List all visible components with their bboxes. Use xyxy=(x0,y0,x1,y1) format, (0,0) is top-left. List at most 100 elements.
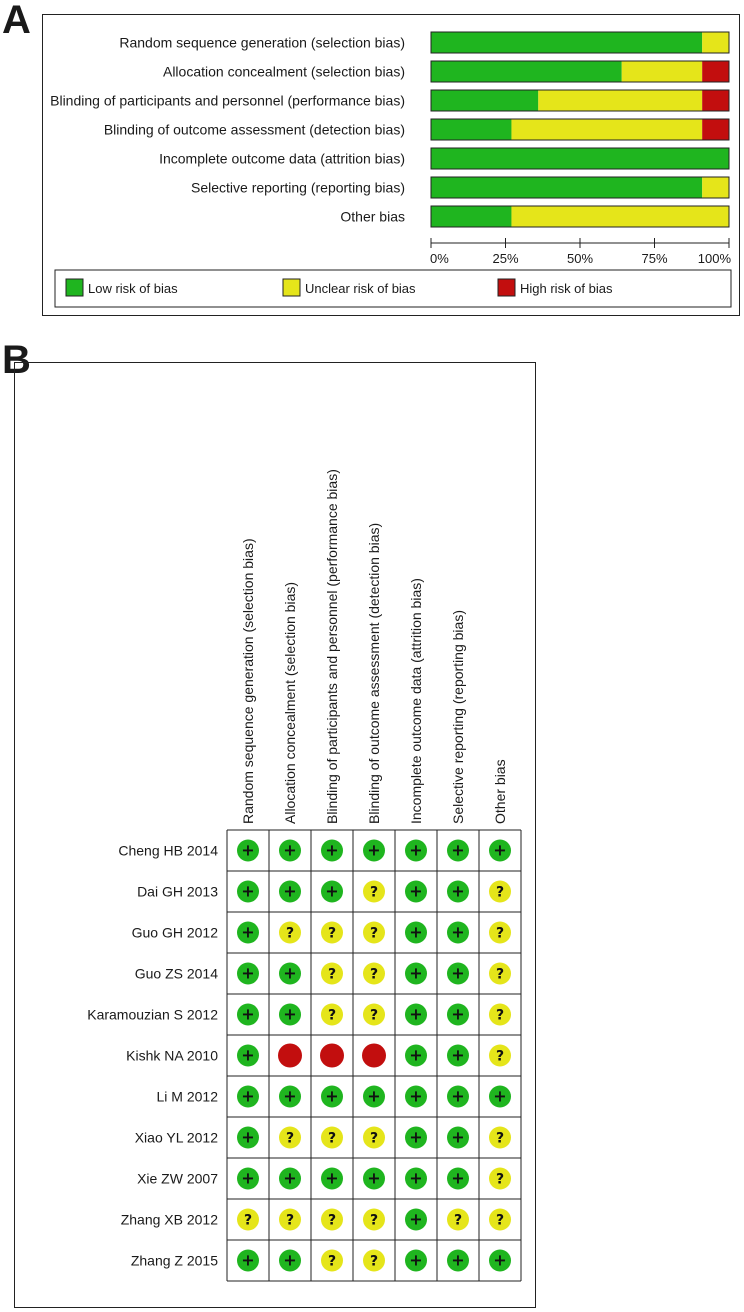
rating-symbol: + xyxy=(451,964,464,983)
low-risk-mark xyxy=(279,1249,301,1272)
low-risk-mark xyxy=(279,839,301,862)
unclear-risk-mark xyxy=(489,962,511,985)
panel-b-frame xyxy=(14,362,536,1308)
low-risk-mark xyxy=(405,1085,427,1108)
unclear-risk-mark xyxy=(489,1044,511,1067)
rating-symbol: + xyxy=(367,841,380,860)
unclear-risk-mark xyxy=(321,1126,343,1149)
study-label: Xiao YL 2012 xyxy=(135,1130,219,1146)
rating-symbol: + xyxy=(283,964,296,983)
category-label: Other bias xyxy=(340,209,405,225)
rating-symbol: + xyxy=(451,1046,464,1065)
rating-symbol: + xyxy=(451,1128,464,1147)
legend-label: Unclear risk of bias xyxy=(305,281,416,296)
low-risk-mark xyxy=(321,839,343,862)
rating-symbol: + xyxy=(409,964,422,983)
bar-segment-0 xyxy=(431,177,703,198)
low-risk-mark xyxy=(363,1167,385,1190)
category-label: Allocation concealment (selection bias) xyxy=(163,64,405,80)
rating-symbol: + xyxy=(241,1251,254,1270)
rating-symbol: ? xyxy=(286,1131,294,1147)
rating-symbol: + xyxy=(241,1169,254,1188)
bar-outline xyxy=(430,89,730,112)
category-label: Blinding of participants and personnel (… xyxy=(50,93,405,109)
legend-swatch xyxy=(497,278,516,297)
rating-symbol: + xyxy=(451,841,464,860)
rating-symbol: + xyxy=(409,1251,422,1270)
unclear-risk-mark xyxy=(489,880,511,903)
study-label: Zhang XB 2012 xyxy=(121,1212,219,1228)
low-risk-mark xyxy=(405,1208,427,1231)
rating-symbol: + xyxy=(325,882,338,901)
low-risk-mark xyxy=(279,1167,301,1190)
category-label: Random sequence generation (selection bi… xyxy=(119,35,405,51)
bar-outline xyxy=(430,118,730,141)
rating-symbol: + xyxy=(409,1087,422,1106)
bar-segment-2 xyxy=(702,119,729,140)
legend-label: Low risk of bias xyxy=(88,281,178,296)
low-risk-mark xyxy=(237,839,259,862)
legend-label: High risk of bias xyxy=(520,281,613,296)
study-label: Kishk NA 2010 xyxy=(126,1048,218,1064)
rating-symbol: ? xyxy=(496,1213,504,1229)
low-risk-mark xyxy=(405,1126,427,1149)
rating-symbol: + xyxy=(493,1251,506,1270)
rating-symbol: + xyxy=(409,1128,422,1147)
low-risk-mark xyxy=(237,1126,259,1149)
unclear-risk-mark xyxy=(321,921,343,944)
rating-symbol: + xyxy=(283,1251,296,1270)
low-risk-mark xyxy=(447,1044,469,1067)
high-risk-mark xyxy=(278,1043,302,1068)
rating-symbol: + xyxy=(283,841,296,860)
rating-symbol: + xyxy=(409,1169,422,1188)
low-risk-mark xyxy=(405,839,427,862)
low-risk-mark xyxy=(279,1003,301,1026)
rating-symbol: + xyxy=(325,1169,338,1188)
unclear-risk-mark xyxy=(447,1208,469,1231)
category-label: Incomplete outcome data (attrition bias) xyxy=(159,151,405,167)
low-risk-mark xyxy=(447,962,469,985)
rating-symbol: ? xyxy=(328,1254,336,1270)
unclear-risk-mark xyxy=(279,921,301,944)
low-risk-mark xyxy=(447,1167,469,1190)
unclear-risk-mark xyxy=(489,1003,511,1026)
low-risk-mark xyxy=(363,839,385,862)
rating-symbol: ? xyxy=(370,1131,378,1147)
rating-symbol: + xyxy=(241,1046,254,1065)
rating-symbol: + xyxy=(325,841,338,860)
rating-symbol: + xyxy=(451,1087,464,1106)
rating-symbol: + xyxy=(241,882,254,901)
low-risk-mark xyxy=(405,1044,427,1067)
rating-symbol: + xyxy=(409,882,422,901)
rating-symbol: + xyxy=(367,1087,380,1106)
low-risk-mark xyxy=(237,962,259,985)
rating-symbol: ? xyxy=(496,1172,504,1188)
legend-swatch xyxy=(282,278,301,297)
low-risk-mark xyxy=(447,1249,469,1272)
column-header: Blinding of outcome assessment (detectio… xyxy=(366,523,382,824)
unclear-risk-mark xyxy=(489,921,511,944)
low-risk-mark xyxy=(321,1167,343,1190)
unclear-risk-mark xyxy=(363,1003,385,1026)
low-risk-mark xyxy=(279,880,301,903)
rating-symbol: + xyxy=(241,1128,254,1147)
low-risk-mark xyxy=(321,880,343,903)
low-risk-mark xyxy=(405,921,427,944)
rating-symbol: + xyxy=(409,1210,422,1229)
low-risk-mark xyxy=(405,1003,427,1026)
low-risk-mark xyxy=(279,962,301,985)
rating-symbol: + xyxy=(451,1251,464,1270)
low-risk-mark xyxy=(279,1085,301,1108)
low-risk-mark xyxy=(237,1003,259,1026)
column-header: Selective reporting (reporting bias) xyxy=(450,610,466,824)
low-risk-mark xyxy=(237,880,259,903)
rating-symbol: + xyxy=(409,1005,422,1024)
low-risk-mark xyxy=(489,839,511,862)
low-risk-mark xyxy=(447,1085,469,1108)
low-risk-mark xyxy=(237,1249,259,1272)
rating-symbol: ? xyxy=(496,967,504,983)
study-label: Cheng HB 2014 xyxy=(118,843,218,859)
bar-segment-0 xyxy=(431,148,729,169)
rating-symbol: ? xyxy=(496,926,504,942)
rating-symbol: ? xyxy=(328,926,336,942)
